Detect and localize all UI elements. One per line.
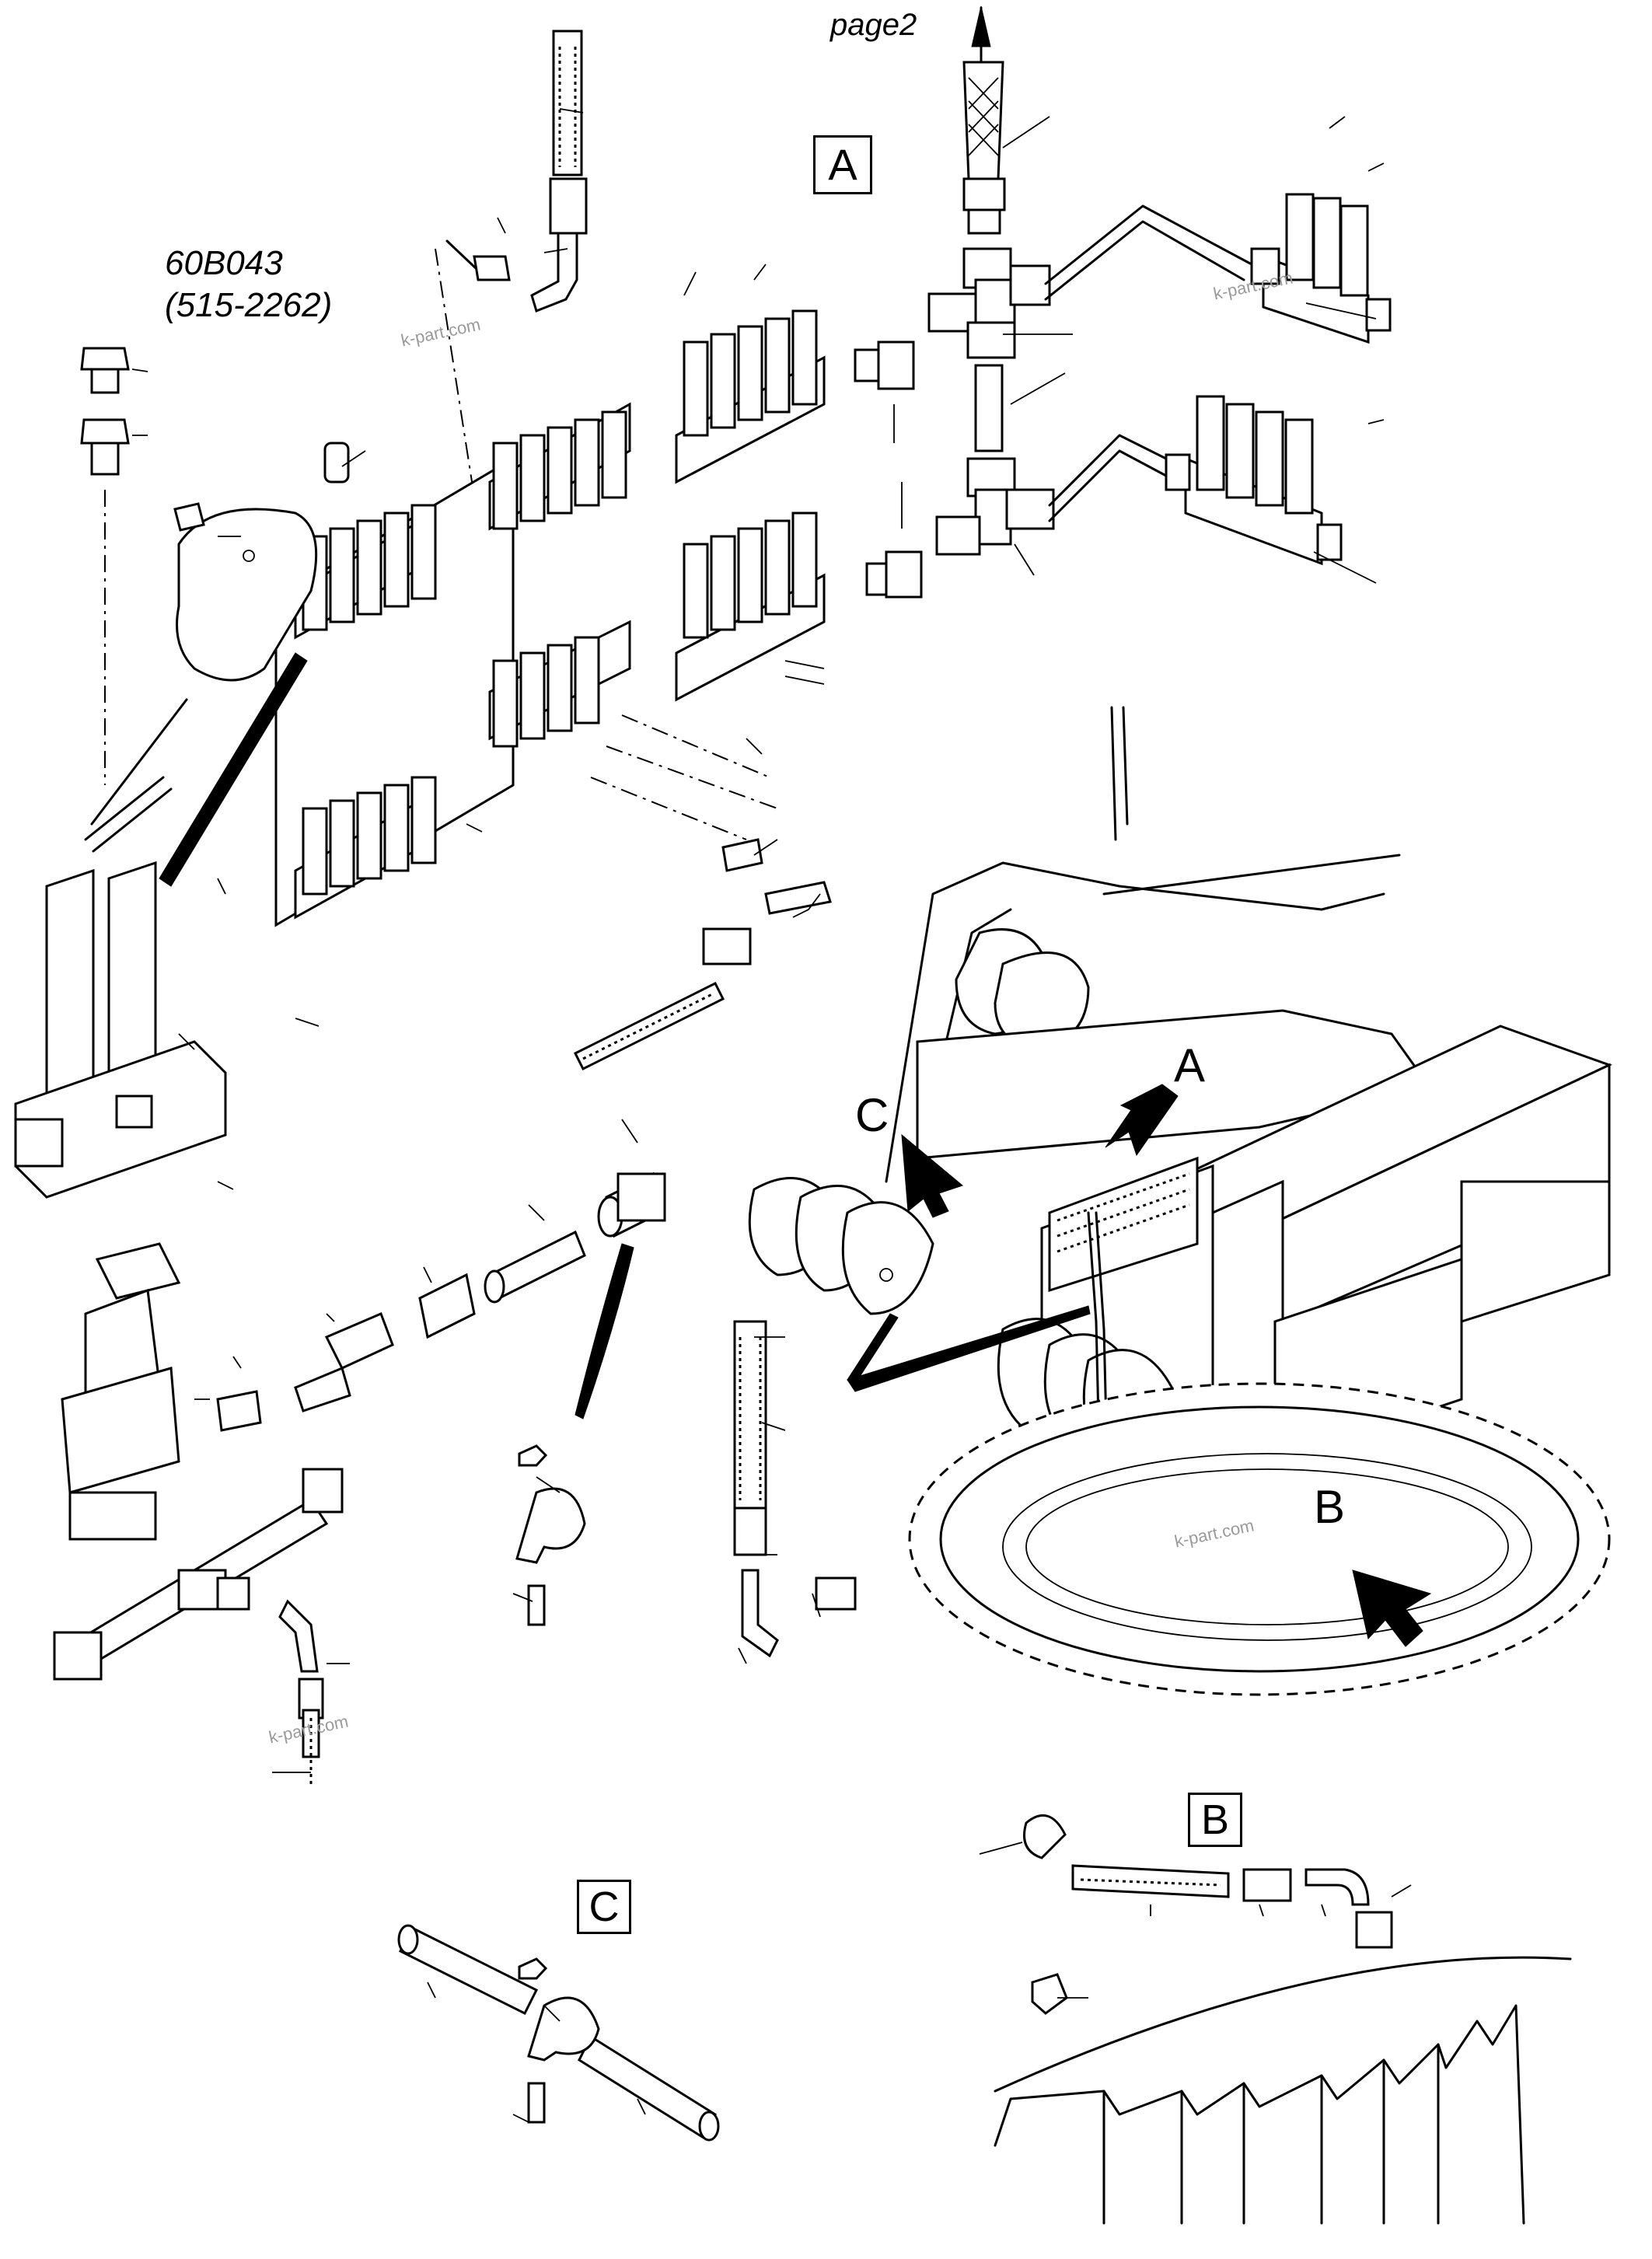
couplings-center — [854, 340, 923, 599]
part-number-label: 60B043 — [165, 244, 283, 282]
detail-view-c — [397, 1924, 720, 2142]
view-a-box-label: A — [813, 135, 872, 194]
slewing-gear-ring — [908, 1382, 1611, 1696]
gasket-plate — [173, 442, 350, 682]
leader-lines — [131, 108, 1412, 2123]
callout-a-label: A — [1174, 1039, 1206, 1091]
tee-fitting-lower-left — [53, 1468, 344, 1788]
detail-view-b — [994, 1814, 1572, 2225]
callout-arrow-a — [1105, 1084, 1179, 1157]
callout-arrow-b — [1352, 1569, 1432, 1647]
tee-fitting-upper — [927, 204, 1253, 359]
callout-arrow-c — [901, 1133, 964, 1218]
upper-hose-assembly — [435, 30, 588, 646]
view-b-box-label: B — [1188, 1793, 1242, 1847]
part-sub-number-label: (515-2262) — [165, 286, 333, 324]
clamp-assembly-middle — [515, 1444, 586, 1626]
page2-arrow — [962, 5, 1006, 235]
callout-c-label: C — [855, 1089, 889, 1141]
lubrication-pump — [14, 652, 308, 1199]
divider-valve-upper-right — [1250, 193, 1392, 344]
page-reference-label[interactable]: page2 — [830, 8, 917, 42]
callout-b-label: B — [1314, 1481, 1346, 1533]
connecting-pipe — [974, 364, 1004, 452]
view-c-box-label: C — [577, 1880, 631, 1934]
main-divider-panel — [274, 309, 826, 927]
grease-cylinder — [61, 1242, 181, 1541]
center-tube-parts — [216, 1171, 666, 1432]
divider-valve-lower-right — [1165, 395, 1343, 566]
tee-fitting-lower — [935, 434, 1183, 556]
mid-lower-hose — [733, 1320, 857, 1658]
fitting-60B043 — [80, 347, 130, 785]
mid-hose-line — [573, 838, 832, 1071]
